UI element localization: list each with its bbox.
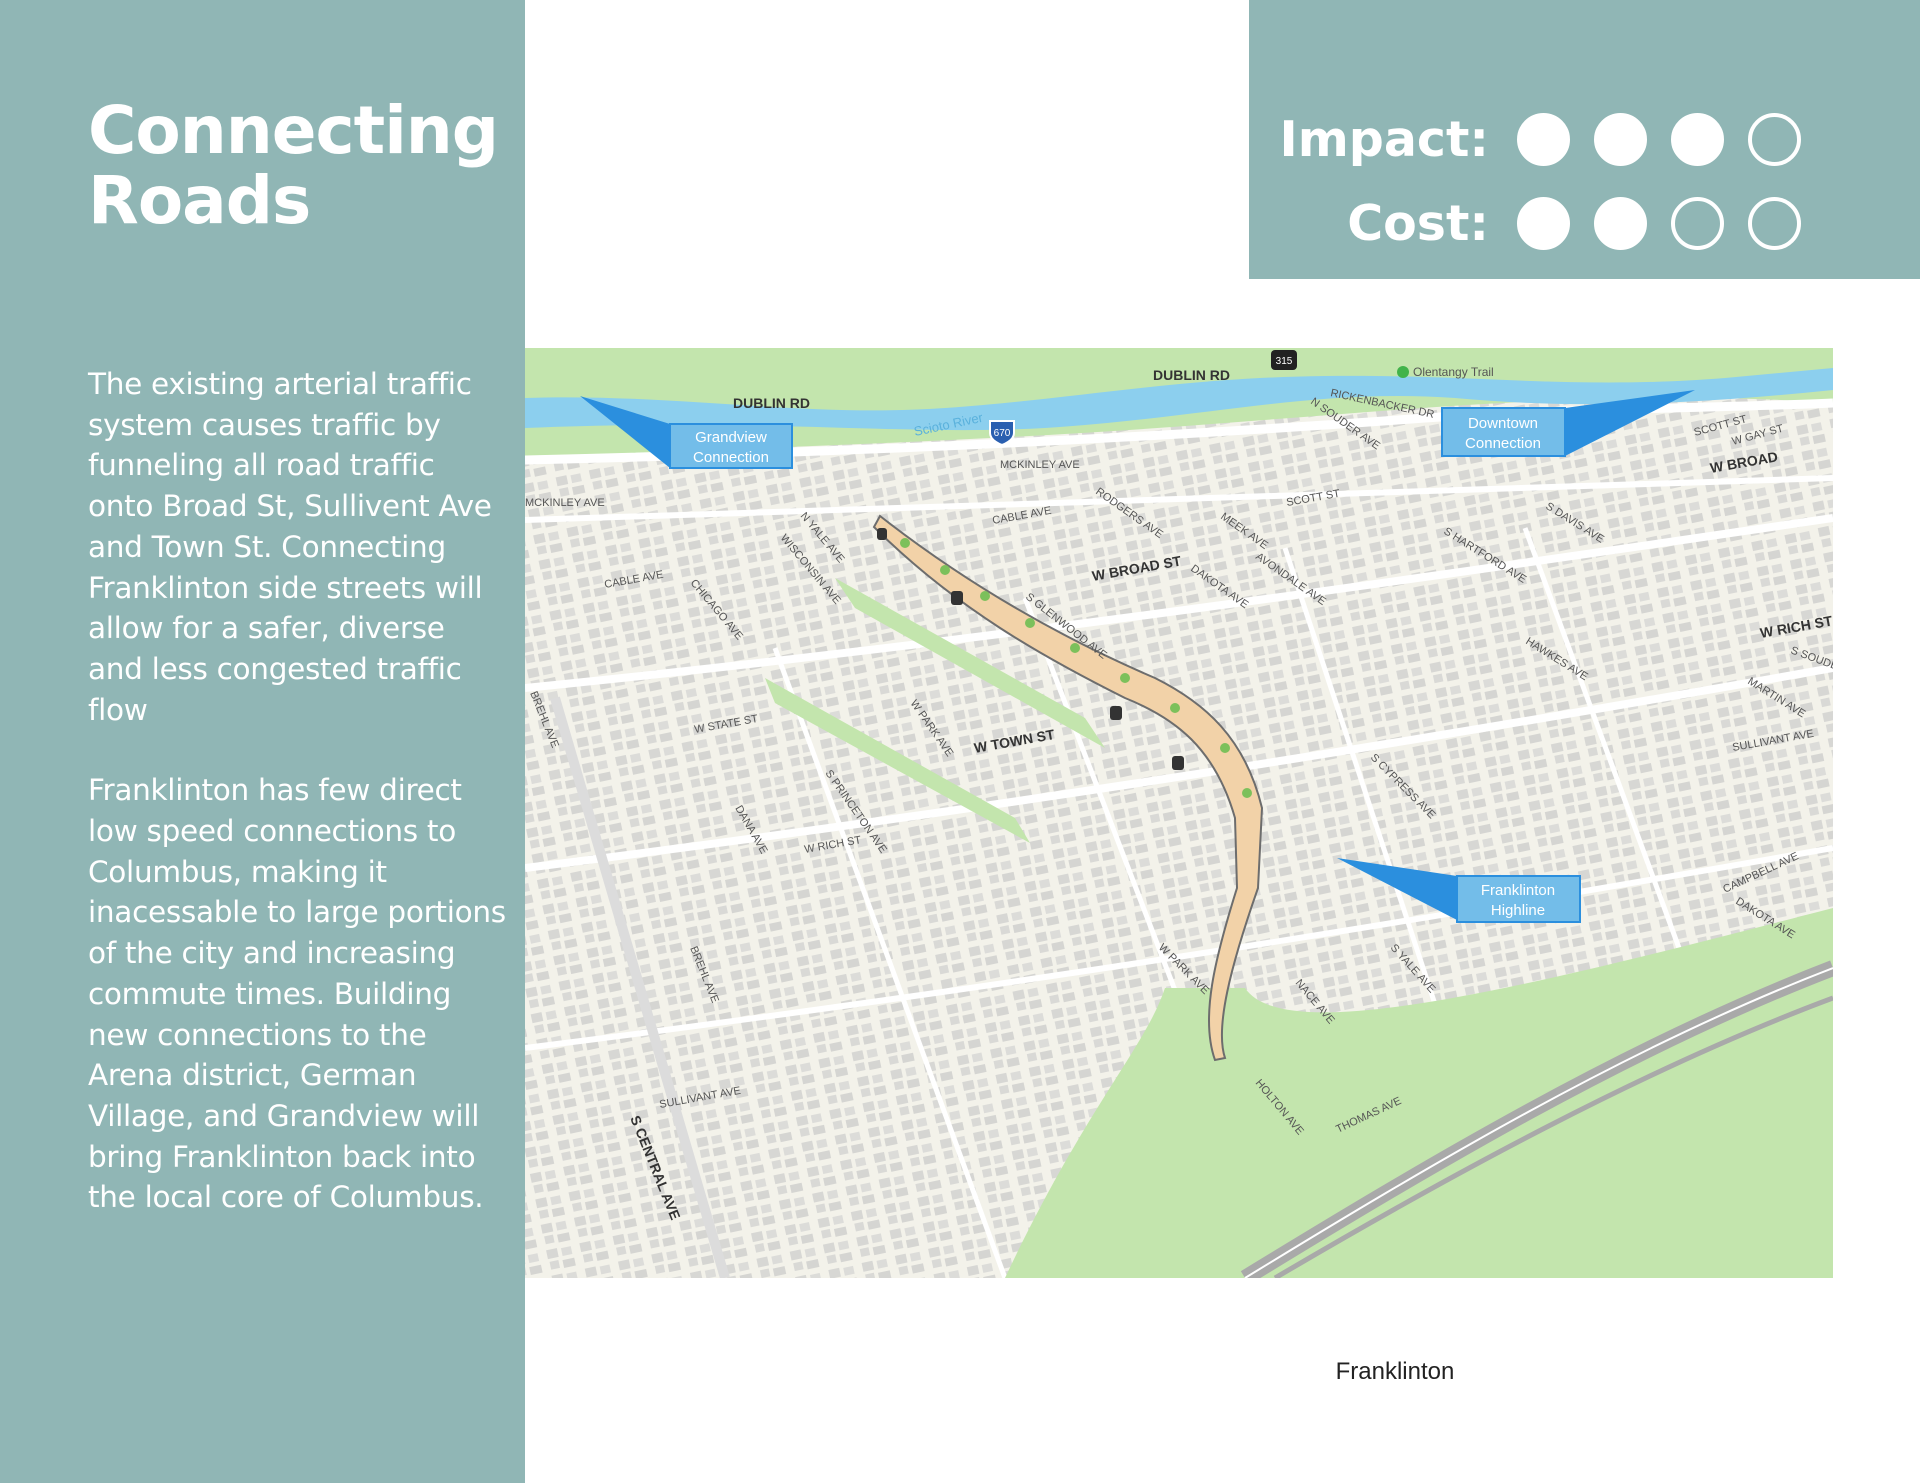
title-line-1: Connecting	[88, 92, 499, 169]
route-315-shield: 315	[1271, 350, 1297, 370]
downtown-label-2: Connection	[1465, 435, 1541, 452]
impact-dot	[1594, 113, 1647, 166]
shield-315-number: 315	[1276, 356, 1293, 367]
impact-row: Impact:	[1249, 111, 1825, 168]
highline-label-2: Highline	[1491, 902, 1545, 919]
impact-dot	[1748, 113, 1801, 166]
street-label: DUBLIN RD	[1153, 367, 1230, 383]
street-label: DUBLIN RD	[733, 395, 810, 411]
cost-row: Cost:	[1249, 195, 1825, 252]
shield-670-number: 670	[994, 428, 1011, 439]
body-text: The existing arterial traffic system cau…	[88, 364, 508, 1218]
street-label: MCKINLEY AVE	[1000, 459, 1080, 471]
downtown-label-1: Downtown	[1468, 415, 1538, 432]
park-strip	[765, 678, 1030, 843]
park-strip	[835, 578, 1105, 748]
cost-dot	[1671, 197, 1724, 250]
highline-trees	[900, 538, 1252, 798]
highline-label-1: Franklinton	[1481, 882, 1555, 899]
trail-icon	[1397, 366, 1409, 378]
grandview-label-2: Connection	[693, 449, 769, 466]
grandview-label-1: Grandview	[695, 429, 767, 446]
page-title: Connecting Roads	[88, 96, 499, 239]
street-label: MCKINLEY AVE	[525, 497, 605, 509]
cost-label: Cost:	[1347, 195, 1489, 252]
cost-dot	[1748, 197, 1801, 250]
franklinton-map: Grandview Connection Downtown Connection…	[525, 348, 1833, 1278]
franklinton-highline	[872, 514, 1264, 1062]
cost-dot	[1594, 197, 1647, 250]
trail-label: Olentangy Trail	[1413, 365, 1494, 379]
paragraph-2: Franklinton has few direct low speed con…	[88, 773, 506, 1215]
sidebar-panel: Connecting Roads The existing arterial t…	[0, 0, 525, 1483]
highline-portals	[877, 528, 1184, 770]
impact-label: Impact:	[1279, 111, 1490, 168]
highline-callout: Franklinton Highline	[1337, 858, 1581, 923]
map-caption: Franklinton	[1335, 1358, 1455, 1385]
grandview-callout: Grandview Connection	[580, 396, 793, 469]
interstate-670-shield: 670	[989, 420, 1015, 447]
cost-dot	[1517, 197, 1570, 250]
impact-dot	[1517, 113, 1570, 166]
scioto-river	[525, 368, 1833, 431]
paragraph-1: The existing arterial traffic system cau…	[88, 367, 492, 727]
title-line-2: Roads	[88, 162, 311, 239]
impact-dot	[1671, 113, 1724, 166]
downtown-callout: Downtown Connection	[1441, 390, 1695, 457]
rating-panel: Impact: Cost:	[1249, 0, 1920, 279]
